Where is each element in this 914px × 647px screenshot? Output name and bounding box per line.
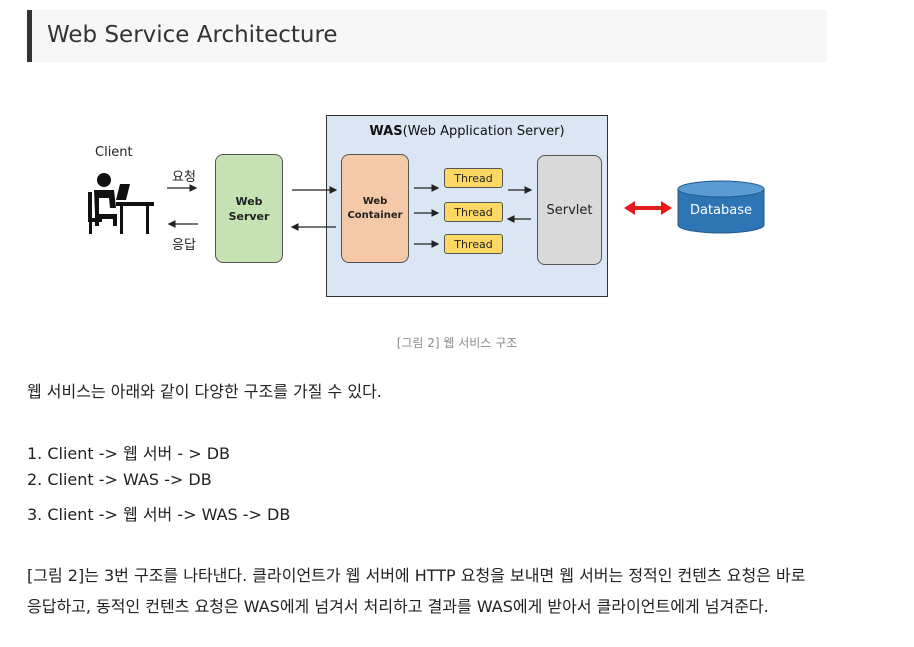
figure-caption: [그림 2] 웹 서비스 구조 [396, 336, 518, 350]
heading-title: Web Service Architecture [47, 22, 338, 48]
architecture-diagram: WAS(Web Application Server) [80, 110, 780, 310]
was-title-bold: WAS [369, 124, 403, 139]
servlet-box: Servlet [537, 155, 602, 265]
list-item: 2. Client -> WAS -> DB [27, 470, 212, 489]
thread-box: Thread [444, 168, 503, 188]
description-line-1: [그림 2]는 3번 구조를 나타낸다. 클라이언트가 웹 서버에 HTTP 요… [27, 566, 806, 585]
client-label: Client [95, 145, 133, 160]
web-container-box: Web Container [341, 154, 409, 263]
thread-box: Thread [444, 234, 503, 254]
request-label: 요청 [172, 170, 196, 185]
list-item: 1. Client -> 웹 서버 - > DB [27, 444, 231, 463]
database: Database [677, 180, 765, 234]
intro-paragraph: 웹 서비스는 아래와 같이 다양한 구조를 가질 수 있다. [27, 382, 382, 401]
web-server-box: Web Server [215, 154, 283, 263]
diagram-connectors [88, 173, 672, 248]
description-line-2: 응답하고, 동적인 컨텐츠 요청은 WAS에게 넘겨서 처리하고 결과를 WAS… [27, 597, 769, 616]
database-cylinder-icon [677, 180, 765, 234]
was-title-rest: (Web Application Server) [402, 124, 565, 139]
list-item: 3. Client -> 웹 서버 -> WAS -> DB [27, 505, 291, 524]
servlet-database-double-arrow [624, 201, 672, 215]
response-label: 응답 [172, 238, 196, 253]
thread-box: Thread [444, 202, 503, 222]
database-label: Database [689, 203, 753, 218]
was-title: WAS(Web Application Server) [327, 124, 607, 139]
person-at-computer-icon [88, 173, 154, 234]
section-heading: Web Service Architecture [27, 10, 827, 62]
